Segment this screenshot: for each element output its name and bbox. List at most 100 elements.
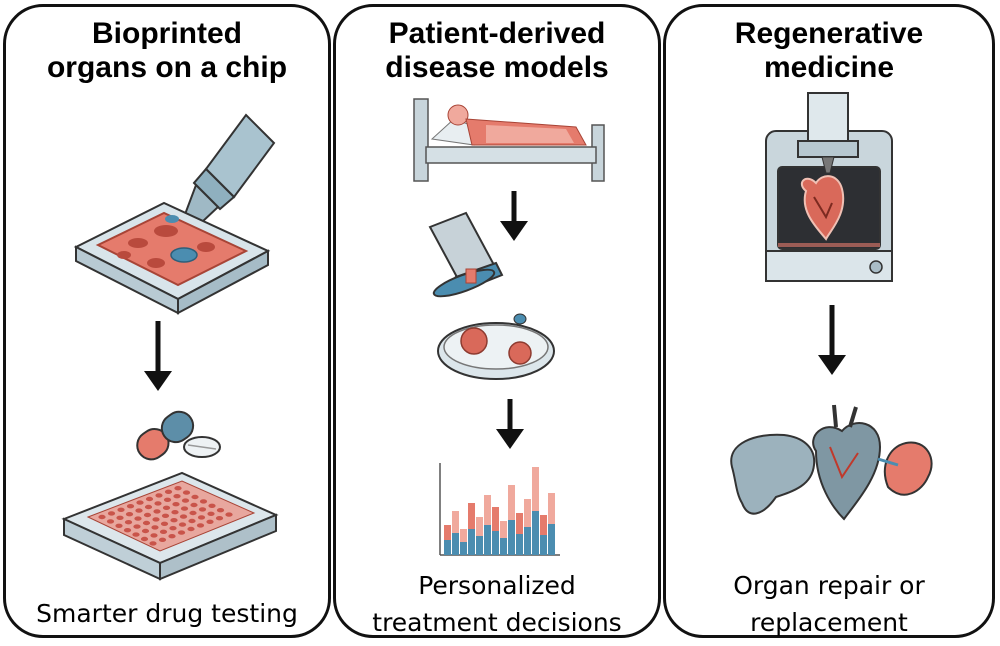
- well: [158, 537, 167, 542]
- well: [135, 508, 143, 513]
- well: [153, 509, 161, 514]
- well: [143, 512, 152, 518]
- panel-caption: Smarter drug testing: [36, 599, 298, 628]
- well: [162, 505, 171, 510]
- well: [169, 526, 177, 531]
- well: [141, 528, 150, 534]
- well: [152, 517, 160, 522]
- patient-bed-icon: [413, 98, 605, 182]
- well: [151, 525, 159, 530]
- well: [172, 502, 180, 507]
- panel-title: Bioprinted organs on a chip: [46, 17, 288, 84]
- well: [150, 533, 158, 538]
- down-arrow-icon: [496, 399, 524, 449]
- well: [98, 514, 106, 520]
- well: [206, 519, 214, 524]
- well-plate-icon: [61, 471, 279, 581]
- well: [145, 496, 154, 502]
- panel-caption: Organ repair or replacement: [733, 571, 925, 637]
- well: [207, 511, 215, 516]
- bar: [540, 535, 547, 555]
- well: [107, 511, 116, 516]
- bioprinter-icon: [765, 92, 893, 282]
- well: [164, 489, 173, 494]
- bar: [508, 520, 515, 555]
- biopsy-tool-icon: [428, 211, 504, 298]
- well: [189, 510, 197, 516]
- bar: [468, 529, 475, 555]
- well: [191, 494, 199, 500]
- bar: [500, 538, 507, 555]
- well: [225, 512, 233, 517]
- well: [106, 519, 115, 524]
- well: [149, 541, 157, 546]
- down-arrow-icon: [500, 191, 528, 241]
- regenerative-medicine-illustration: [730, 92, 933, 521]
- panel-organ-on-chip: Bioprinted organs on a chip: [3, 4, 331, 638]
- bar: [484, 525, 491, 555]
- well: [181, 498, 190, 503]
- well: [215, 516, 224, 521]
- well: [134, 516, 142, 521]
- well: [199, 499, 208, 504]
- well: [208, 503, 216, 508]
- well: [177, 530, 186, 535]
- well: [188, 518, 196, 524]
- organ-on-chip-illustration: [61, 113, 279, 581]
- bar: [492, 531, 499, 555]
- well: [180, 506, 189, 511]
- bar: [516, 534, 523, 555]
- well: [197, 515, 206, 520]
- well: [173, 494, 181, 499]
- print-nozzle-icon: [175, 113, 276, 244]
- well: [160, 521, 169, 526]
- organs-icon: [730, 404, 933, 521]
- well: [140, 536, 149, 542]
- well: [142, 520, 151, 526]
- panel-regenerative-medicine: Regenerative medicine: [663, 4, 995, 638]
- bar: [476, 536, 483, 555]
- disease-models-illustration: [413, 98, 605, 556]
- well: [171, 510, 179, 515]
- well: [116, 515, 124, 520]
- well: [216, 508, 225, 513]
- well: [179, 514, 188, 519]
- drug-capsule-icon: [136, 410, 221, 461]
- well: [178, 522, 187, 527]
- well: [155, 493, 163, 498]
- well: [132, 532, 140, 537]
- well: [133, 524, 141, 529]
- well: [187, 526, 195, 532]
- panel-caption: Personalized treatment decisions: [372, 571, 622, 637]
- well: [170, 518, 178, 523]
- well: [144, 504, 153, 510]
- well: [198, 507, 207, 512]
- bar: [452, 533, 459, 555]
- well: [154, 501, 162, 506]
- well: [168, 534, 176, 539]
- panel-title: Regenerative medicine: [734, 17, 924, 84]
- well: [124, 520, 133, 525]
- well: [182, 490, 191, 495]
- down-arrow-icon: [144, 321, 172, 391]
- bar: [524, 527, 531, 555]
- bar: [532, 511, 539, 555]
- chip-icon: [73, 201, 271, 315]
- down-arrow-icon: [818, 305, 846, 375]
- well: [163, 497, 172, 502]
- bar: [460, 542, 467, 555]
- well: [136, 500, 144, 505]
- well: [190, 502, 198, 508]
- well: [117, 507, 125, 512]
- well: [196, 523, 205, 528]
- well: [161, 513, 170, 518]
- well: [174, 486, 182, 491]
- panel-disease-models: Patient-derived disease models: [333, 4, 661, 638]
- petri-dish-icon: [437, 313, 555, 380]
- treatment-bar-chart-icon: [439, 463, 560, 556]
- well: [115, 523, 123, 528]
- well: [159, 529, 168, 534]
- panel-title: Patient-derived disease models: [385, 17, 609, 84]
- bar: [548, 524, 555, 555]
- well: [123, 528, 132, 533]
